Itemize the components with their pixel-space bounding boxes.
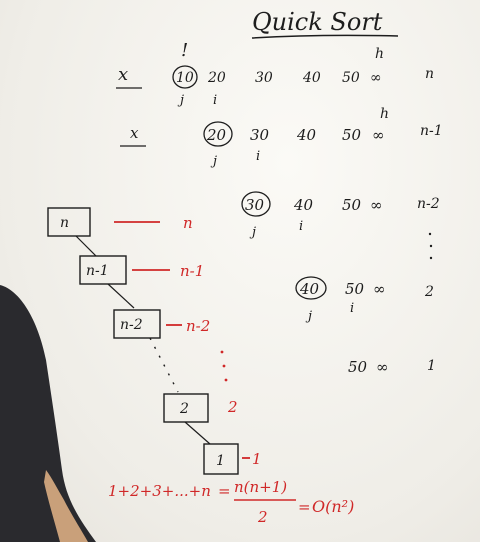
tree-node-box <box>163 393 209 423</box>
row-2-j-pointer: j <box>210 154 217 169</box>
row-3-size-label: n-2 <box>417 196 440 212</box>
complexity-formula: 1+2+3+...+n = n(n+1) 2 = O(n²) <box>108 478 354 526</box>
formula-result: O(n²) <box>312 497 354 516</box>
cost-label: n-1 <box>180 262 204 280</box>
row-1-value: 30 <box>255 70 273 86</box>
row-2: x 20 30 40 50 ∞ h j i n-1 <box>120 106 443 169</box>
row-1-j-pointer: j <box>177 93 184 108</box>
row-4-value: 50 <box>345 280 365 298</box>
row-2-value: 40 <box>296 126 317 144</box>
tree-edge-dotted <box>149 337 179 393</box>
row-3: 30 40 50 ∞ j i n-2 <box>241 191 440 240</box>
tree-node-label: n <box>60 215 69 231</box>
row-5: 50 ∞ 1 <box>348 358 436 376</box>
cost-label: 1 <box>252 450 262 468</box>
board-title: Quick Sort <box>252 8 383 36</box>
row-1-value: ∞ <box>370 70 382 86</box>
row-1-i-pointer: i <box>213 93 217 108</box>
formula-denominator: 2 <box>257 508 268 526</box>
row-3-value: ∞ <box>370 196 383 214</box>
cost-ellipsis <box>220 350 228 382</box>
lecturer-silhouette <box>0 285 96 542</box>
row-1-top-mark: ! <box>181 40 188 61</box>
formula-sum: 1+2+3+...+n <box>108 482 211 500</box>
cost-label: 2 <box>227 398 238 416</box>
formula-equals: = <box>218 482 231 500</box>
recursion-tree: n n-1 n-2 2 1 <box>47 207 239 475</box>
tree-edge <box>75 235 97 257</box>
row-3-value: 50 <box>342 196 362 214</box>
size-column-ellipsis <box>428 232 433 260</box>
formula-equals: = <box>298 498 311 516</box>
tree-edge <box>184 421 211 445</box>
row-1-value: 40 <box>302 70 321 86</box>
row-5-value: 50 <box>348 358 368 376</box>
row-2-size-label: n-1 <box>420 123 443 139</box>
row-4-size-label: 2 <box>424 284 434 300</box>
tree-node-box <box>47 207 91 237</box>
row-2-value: 20 <box>206 126 227 144</box>
cost-label: n-2 <box>186 317 210 335</box>
row-1-value: 50 <box>342 70 360 86</box>
row-4-value: 40 <box>299 280 320 298</box>
row-4-i-pointer: i <box>350 301 354 316</box>
row-4-value: ∞ <box>373 280 386 298</box>
row-1-h-pointer: h <box>375 46 384 62</box>
tree-node-box <box>113 309 161 339</box>
row-3-j-pointer: j <box>249 225 256 240</box>
title-underline <box>251 34 399 39</box>
row-1: ! x 10 20 30 40 50 ∞ h j i n <box>116 40 434 108</box>
row-2-i-pointer: i <box>256 149 260 164</box>
row-4-pivot-circle <box>295 276 327 300</box>
row-2-h-pointer: h <box>380 106 389 122</box>
cost-annotations: n n-1 n-2 2 1 <box>114 214 262 468</box>
row-5-size-label: 1 <box>427 358 436 374</box>
formula-numerator: n(n+1) <box>234 478 287 496</box>
row-4-j-pointer: j <box>305 309 312 324</box>
row-3-value: 30 <box>245 196 265 214</box>
tree-edge <box>107 283 135 309</box>
row-1-value: 20 <box>207 70 226 86</box>
row-5-value: ∞ <box>376 358 389 376</box>
row-2-cross-mark: x <box>130 124 139 142</box>
tree-node-box <box>203 443 239 475</box>
row-3-i-pointer: i <box>299 219 303 234</box>
row-2-pivot-circle <box>203 121 233 147</box>
row-2-value: 50 <box>342 126 362 144</box>
cost-label: n <box>183 214 193 232</box>
row-2-value: ∞ <box>372 126 385 144</box>
tree-node-label: 2 <box>179 401 189 417</box>
row-1-value: 10 <box>176 70 194 86</box>
row-3-pivot-circle <box>241 191 271 217</box>
tree-node-label: 1 <box>216 453 225 469</box>
row-1-cross-mark: x <box>118 64 128 85</box>
row-3-value: 40 <box>293 196 314 214</box>
row-4: 40 50 ∞ j i 2 <box>295 276 434 324</box>
tree-node-box <box>79 255 127 285</box>
tree-node-label: n-1 <box>86 263 109 279</box>
row-1-size-label: n <box>425 66 434 82</box>
row-2-value: 30 <box>250 126 270 144</box>
tree-node-label: n-2 <box>120 317 143 333</box>
row-1-pivot-circle <box>172 65 198 89</box>
